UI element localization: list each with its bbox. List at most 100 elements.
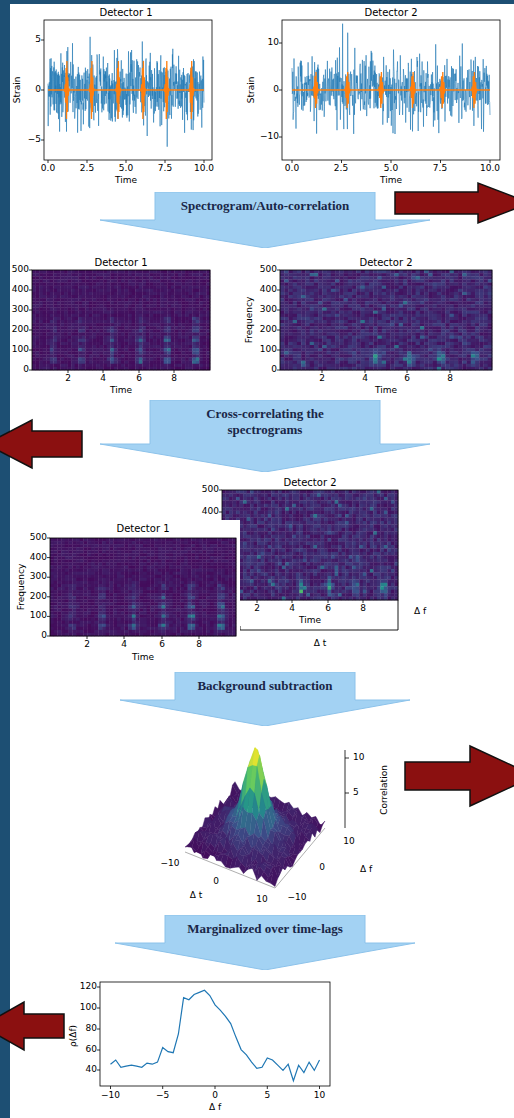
spectrogram-cell xyxy=(139,270,143,273)
spectrogram-cell xyxy=(36,345,40,348)
spectrogram-cell xyxy=(293,339,298,342)
spectrogram-cell xyxy=(288,273,293,276)
spectrogram-cell xyxy=(192,289,196,292)
spectrogram-cell xyxy=(50,301,54,304)
spectrogram-cell xyxy=(196,351,200,354)
spectrogram-cell xyxy=(185,336,189,339)
spectrogram-cell xyxy=(110,286,114,289)
spectrogram-cell xyxy=(85,354,89,357)
spectrogram-cell xyxy=(64,317,68,320)
spectrogram-cell xyxy=(93,326,97,329)
spectrogram-cell xyxy=(171,323,175,326)
spectrogram-cell xyxy=(139,314,143,317)
spectrogram-cell xyxy=(288,333,293,336)
spectrogram-cell xyxy=(96,270,100,273)
spectrogram-cell xyxy=(36,358,40,361)
spectrogram-cell xyxy=(192,320,196,323)
spectrogram-cell xyxy=(68,351,72,354)
spectrogram-cell xyxy=(189,292,193,295)
spectrogram-cell xyxy=(117,317,121,320)
spectrogram-cell xyxy=(93,345,97,348)
spectrogram-cell xyxy=(301,339,306,342)
spectrogram-cell xyxy=(146,351,150,354)
spectrogram-cell xyxy=(121,348,125,351)
spectrogram-cell xyxy=(93,358,97,361)
spectrogram-cell xyxy=(100,279,104,282)
spectrogram-cell xyxy=(32,354,36,357)
spectrogram-cell xyxy=(203,283,207,286)
spectrogram-cell xyxy=(100,361,104,364)
spectrogram-cell xyxy=(196,323,200,326)
spectrogram-cell xyxy=(149,345,153,348)
spectrogram-cell xyxy=(135,326,139,329)
spectrogram-cell xyxy=(327,336,332,339)
spectrogram-cell xyxy=(85,286,89,289)
spectrogram-cell xyxy=(167,317,171,320)
spectrogram-cell xyxy=(117,323,121,326)
spectrogram-cell xyxy=(89,283,93,286)
spectrogram-cell xyxy=(121,317,125,320)
spectrogram-cell xyxy=(203,292,207,295)
spectrogram-cell xyxy=(293,336,298,339)
spectrogram-cell xyxy=(160,342,164,345)
spectrogram-cell xyxy=(82,301,86,304)
spectrogram-cell xyxy=(178,342,182,345)
spectrogram-cell xyxy=(43,276,47,279)
spectrogram-cell xyxy=(327,298,332,301)
spectrogram-cell xyxy=(153,295,157,298)
spectrogram-cell xyxy=(297,292,302,295)
spectrogram-cell xyxy=(164,286,168,289)
spectrogram-cell xyxy=(64,326,68,329)
spectrogram-cell xyxy=(89,304,93,307)
spectrogram-cell xyxy=(284,295,289,298)
spectrogram-cell xyxy=(293,351,298,354)
spectrogram-cell xyxy=(89,279,93,282)
spectrogram-cell xyxy=(305,295,310,298)
spectrogram-cell xyxy=(142,308,146,311)
spectrogram-cell xyxy=(178,273,182,276)
spectrogram-cell xyxy=(93,301,97,304)
spectrogram-cell xyxy=(125,323,129,326)
spectrogram-cell xyxy=(199,286,203,289)
spectrogram-cell xyxy=(114,311,118,314)
spectrogram-cell xyxy=(43,333,47,336)
spectrogram-cell xyxy=(297,339,302,342)
spectrogram-cell xyxy=(288,329,293,332)
spectrogram-cell xyxy=(203,361,207,364)
spectrogram-cell xyxy=(103,354,107,357)
spectrogram-cell xyxy=(192,279,196,282)
spectrogram-cell xyxy=(146,283,150,286)
spectrogram-cell xyxy=(132,320,136,323)
spectrogram-cell xyxy=(280,364,285,367)
spectrogram-cell xyxy=(192,339,196,342)
spectrogram-cell xyxy=(43,339,47,342)
spectrogram-cell xyxy=(185,333,189,336)
spectrogram-cell xyxy=(60,358,64,361)
spectrogram-cell xyxy=(50,320,54,323)
spectrogram-cell xyxy=(53,342,57,345)
spectrogram-cell xyxy=(68,283,72,286)
spectrogram-cell xyxy=(32,304,36,307)
spectrogram-cell xyxy=(128,364,132,367)
spectrogram-cell xyxy=(322,326,327,329)
spectrogram-cell xyxy=(43,358,47,361)
spectrogram-cell xyxy=(171,339,175,342)
spectrogram-cell xyxy=(107,348,111,351)
spectrogram-cell xyxy=(128,333,132,336)
spectrogram-cell xyxy=(189,351,193,354)
spectrogram-cell xyxy=(103,329,107,332)
spectrogram-cell xyxy=(103,361,107,364)
spectrogram-cell xyxy=(203,339,207,342)
spectrogram-cell xyxy=(53,336,57,339)
spectrogram-cell xyxy=(146,326,150,329)
spectrogram-cell xyxy=(64,354,68,357)
spectrogram-cell xyxy=(89,361,93,364)
spectrogram-cell xyxy=(185,364,189,367)
spectrogram-cell xyxy=(199,342,203,345)
spectrogram-cell xyxy=(192,292,196,295)
spectrogram-cell xyxy=(114,292,118,295)
spectrogram-cell xyxy=(85,329,89,332)
spectrogram-cell xyxy=(32,311,36,314)
spectrogram-cell xyxy=(135,333,139,336)
spectrogram-cell xyxy=(132,295,136,298)
